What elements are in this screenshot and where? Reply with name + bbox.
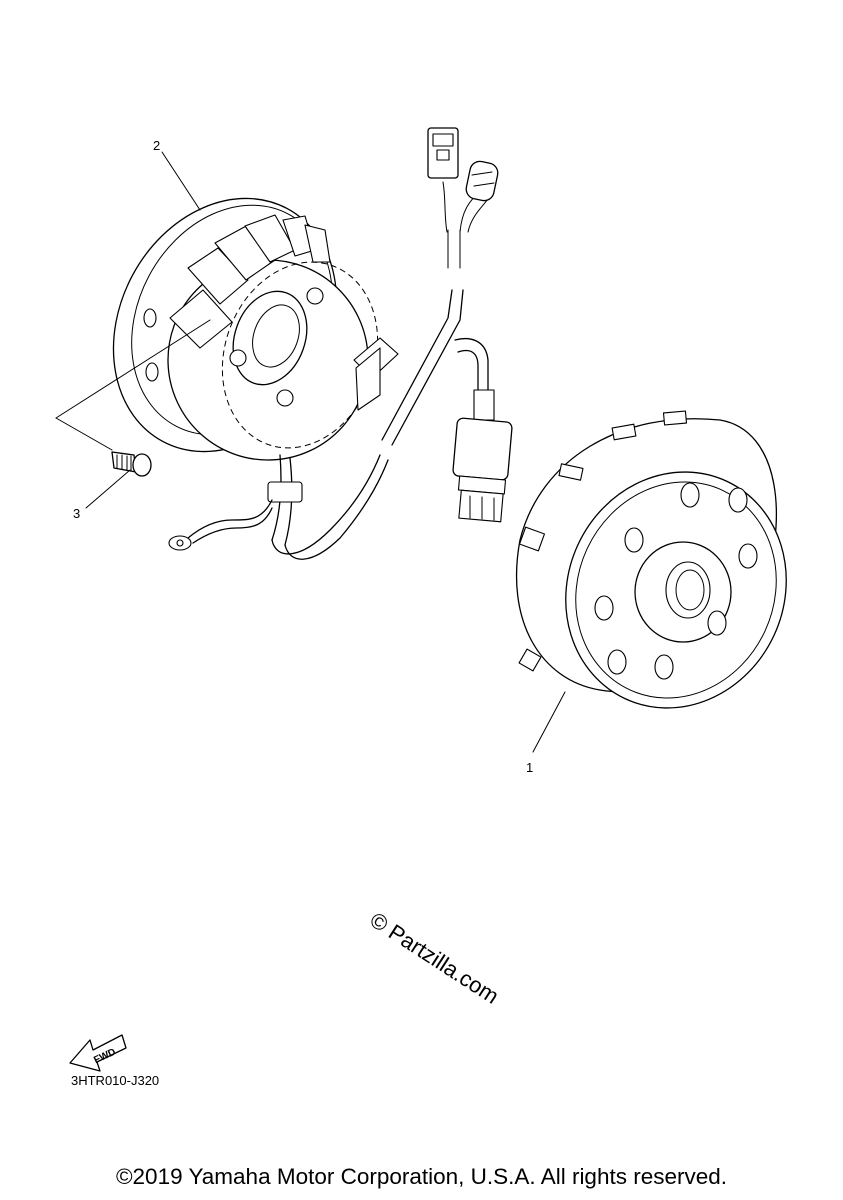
copyright-notice: ©2019 Yamaha Motor Corporation, U.S.A. A… <box>115 1164 728 1189</box>
rotor-flywheel[interactable] <box>515 410 825 744</box>
diagram-code: 3HTR010-J320 <box>71 1073 160 1088</box>
connector-top-right[interactable] <box>464 160 499 203</box>
connector-top-left[interactable] <box>427 127 459 179</box>
screw-bolt[interactable] <box>111 451 152 477</box>
callout-3: 3 <box>73 506 80 521</box>
callout-leaders <box>55 151 566 753</box>
callout-2: 2 <box>153 138 160 153</box>
fwd-arrow-icon: FWD <box>69 1034 127 1072</box>
callout-1: 1 <box>526 760 533 775</box>
connector-bottom[interactable] <box>452 389 513 523</box>
stator-assembly[interactable] <box>70 159 403 560</box>
